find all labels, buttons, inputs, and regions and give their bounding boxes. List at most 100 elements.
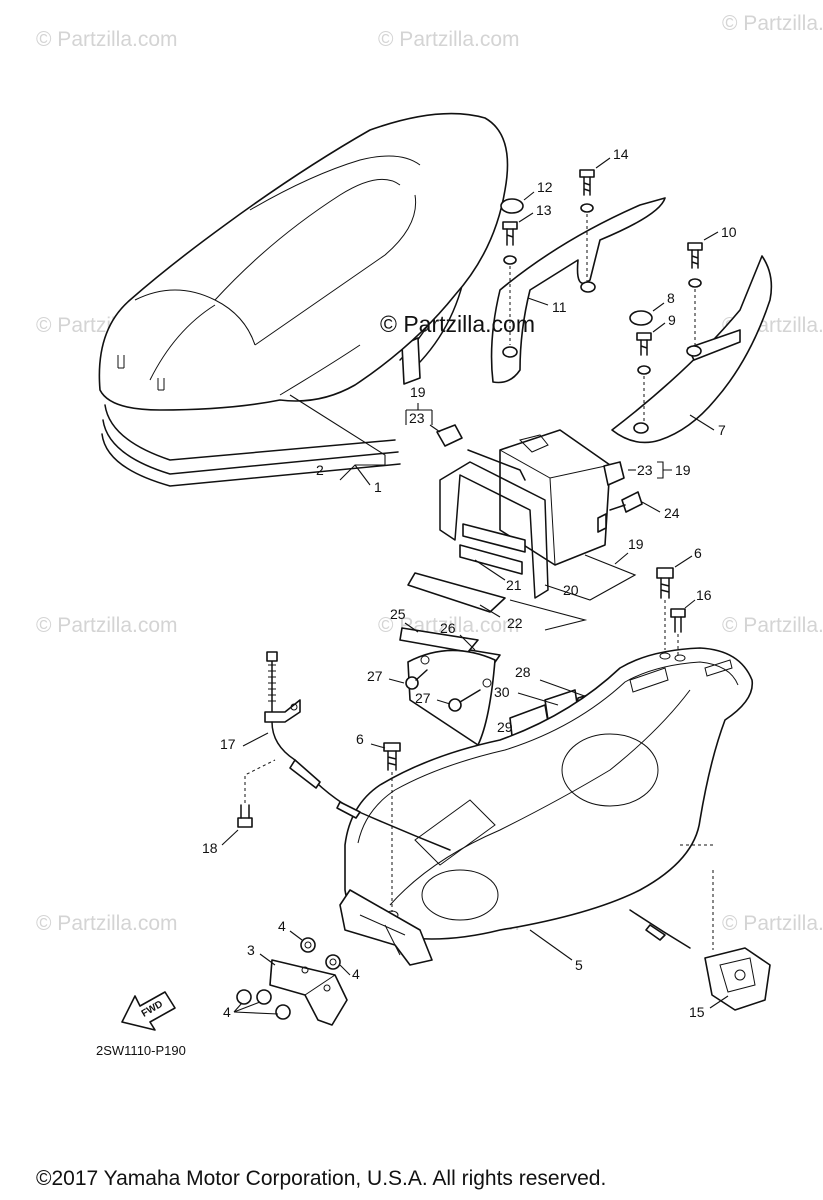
cable-sleeve <box>336 801 361 819</box>
part-label-4: 4 <box>352 966 360 982</box>
part-label-5: 5 <box>575 957 583 973</box>
watermark: © Partzilla.com <box>722 12 823 35</box>
bolt-shank <box>640 339 648 356</box>
bucket-inner-floor <box>389 689 691 906</box>
dash-line <box>244 759 276 803</box>
cable-line <box>271 721 451 851</box>
rivet <box>448 698 462 712</box>
battery-cage-top <box>467 449 526 481</box>
part-label-18: 18 <box>202 840 218 856</box>
bracket-edge <box>269 959 336 996</box>
part-label-6: 6 <box>356 731 364 747</box>
bolt-head <box>656 567 674 579</box>
seat-lock-cable: 17 18 <box>202 651 691 949</box>
leader-line <box>354 464 371 486</box>
bolt-shank <box>660 577 670 599</box>
bucket-slot <box>629 667 669 693</box>
grab-bar-boss <box>633 422 649 434</box>
battery-pad <box>462 523 526 553</box>
watermark: © Partzilla.com <box>722 614 823 637</box>
leader-line <box>674 555 693 568</box>
bracket-leader <box>544 554 637 601</box>
part-label-7: 7 <box>718 422 726 438</box>
cap <box>629 310 653 326</box>
decal-group: 25 26 27 27 28 30 29 <box>367 606 599 755</box>
leader-line <box>221 829 239 846</box>
seat-lock-latch <box>719 957 756 993</box>
washer <box>637 365 651 375</box>
seat-contour <box>249 155 421 211</box>
bolt-head <box>687 242 703 251</box>
cable-rod-thread <box>268 664 276 702</box>
bolt-head <box>579 169 595 178</box>
plate <box>407 649 496 746</box>
part-label-30: 30 <box>494 684 510 700</box>
leader-line <box>517 692 559 706</box>
diagram-code: 2SW1110-P190 <box>96 1043 186 1058</box>
bolt-shank <box>691 249 699 269</box>
bucket-floor-recess <box>561 733 659 807</box>
seat-contour <box>134 289 256 346</box>
part-label-6: 6 <box>694 545 702 561</box>
grab-bar-boss <box>502 346 518 358</box>
part-label-12: 12 <box>537 179 553 195</box>
seat-contour <box>214 178 401 301</box>
leader-line <box>339 964 351 976</box>
bucket-rim <box>357 661 739 844</box>
leader-line <box>641 501 661 513</box>
leader-line <box>233 1001 279 1015</box>
grab-bar-boss <box>686 345 702 357</box>
leader-line <box>527 297 549 306</box>
bolt-shank <box>674 616 682 633</box>
battery-pad-21 <box>407 572 506 613</box>
part-label-2: 2 <box>316 462 324 478</box>
bolt-shank <box>240 804 250 819</box>
bucket-slot <box>704 659 733 677</box>
bolt-head <box>636 332 652 341</box>
bolt-head <box>502 221 518 230</box>
nut-hole <box>304 941 312 949</box>
part-label-26: 26 <box>440 620 456 636</box>
part-label-3: 3 <box>247 942 255 958</box>
battery-case-tab <box>519 434 549 453</box>
cable-bracket-hole <box>290 703 298 711</box>
battery-pad <box>459 544 523 575</box>
screw-shank <box>609 504 626 511</box>
storage-bucket: 6 6 16 5 <box>339 545 754 973</box>
part-label-8: 8 <box>667 290 675 306</box>
leader-line <box>370 743 386 749</box>
seat-clip <box>157 378 165 391</box>
watermark: © Partzilla.com <box>722 912 823 935</box>
bucket-floor-pad <box>414 799 496 866</box>
bucket-hole <box>674 654 686 662</box>
leader-line <box>539 679 591 699</box>
part-label-4: 4 <box>223 1004 231 1020</box>
grab-bar-fasteners: 14 12 13 10 8 9 <box>500 146 737 422</box>
bolt-head <box>670 608 686 618</box>
bolt-shank <box>387 750 397 771</box>
part-label-24: 24 <box>664 505 680 521</box>
battery-case <box>499 429 611 566</box>
part-label-13: 13 <box>536 202 552 218</box>
part-label-21: 21 <box>506 577 522 593</box>
leader-line <box>289 394 386 481</box>
nut <box>300 937 316 953</box>
grab-bar-boss <box>580 281 596 293</box>
bracket-leader <box>405 410 433 425</box>
leader-line <box>703 231 719 241</box>
bolt-shank <box>583 176 591 196</box>
cable-line-end <box>629 909 691 949</box>
cable-sleeve <box>289 759 321 789</box>
part-label-28: 28 <box>515 664 531 680</box>
battery-cage <box>439 461 549 599</box>
bracket-leader <box>406 403 432 411</box>
leader-line <box>652 322 666 333</box>
grab-bar-11 <box>490 197 666 384</box>
part-label-23: 23 <box>409 410 425 426</box>
leader-line <box>436 699 451 705</box>
part-label-27: 27 <box>367 668 383 684</box>
part-label-9: 9 <box>668 312 676 328</box>
leader-line <box>684 599 696 609</box>
leader-line <box>479 604 501 618</box>
